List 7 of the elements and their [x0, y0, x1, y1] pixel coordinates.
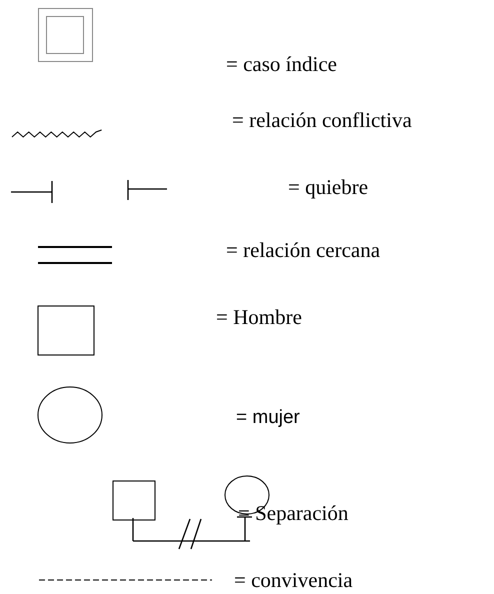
- legend-label: = mujer: [236, 406, 300, 430]
- legend-label: = caso índice: [226, 52, 337, 76]
- legend-label: = relación cercana: [226, 238, 380, 262]
- legend-label: = convivencia: [234, 568, 353, 592]
- legend-label: = quiebre: [288, 175, 368, 199]
- legend-label: = Hombre: [216, 305, 302, 329]
- legend-label: = relación conflictiva: [232, 108, 412, 132]
